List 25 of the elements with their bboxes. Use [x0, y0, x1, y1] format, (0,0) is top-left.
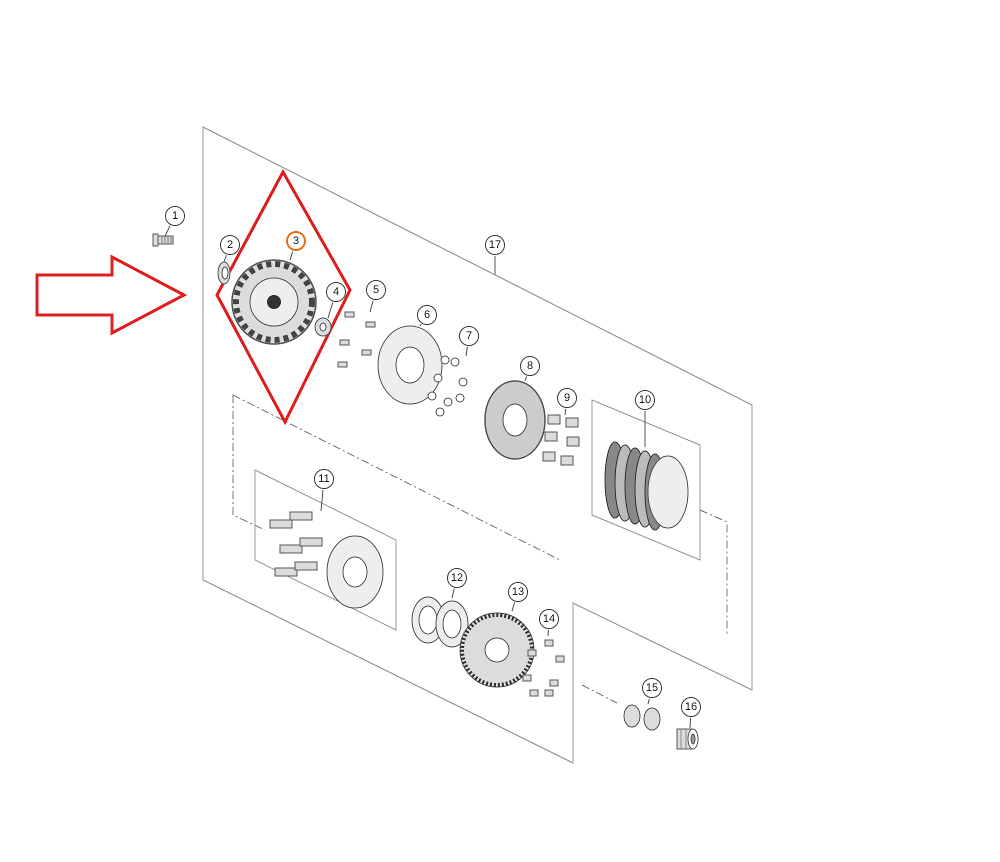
leader-line: [564, 408, 566, 416]
leader-line: [690, 718, 691, 728]
leader-line: [328, 302, 334, 318]
leader-line: [420, 324, 422, 326]
leader-line: [512, 602, 516, 612]
assembly-outline: [202, 126, 752, 764]
callout-number: 16: [681, 697, 701, 717]
leader-line: [164, 225, 171, 236]
leader-line: [548, 629, 549, 636]
bushings-drawing: [624, 704, 660, 730]
leader-line: [494, 256, 496, 276]
leader-line: [648, 698, 650, 704]
callout-number: 15: [642, 678, 662, 698]
leader-line: [644, 410, 646, 448]
leader-line: [452, 588, 455, 598]
leader-line: [290, 251, 294, 260]
bushing-drawing: [676, 728, 698, 750]
leader-line: [466, 346, 468, 356]
washers-drawing: [412, 596, 468, 648]
leader-line: [524, 376, 528, 382]
bolt-drawing: [152, 234, 174, 246]
callout-number: 17: [485, 235, 505, 255]
callout-number: 1: [165, 206, 185, 226]
leader-line: [370, 300, 374, 312]
leader-line: [320, 489, 324, 512]
